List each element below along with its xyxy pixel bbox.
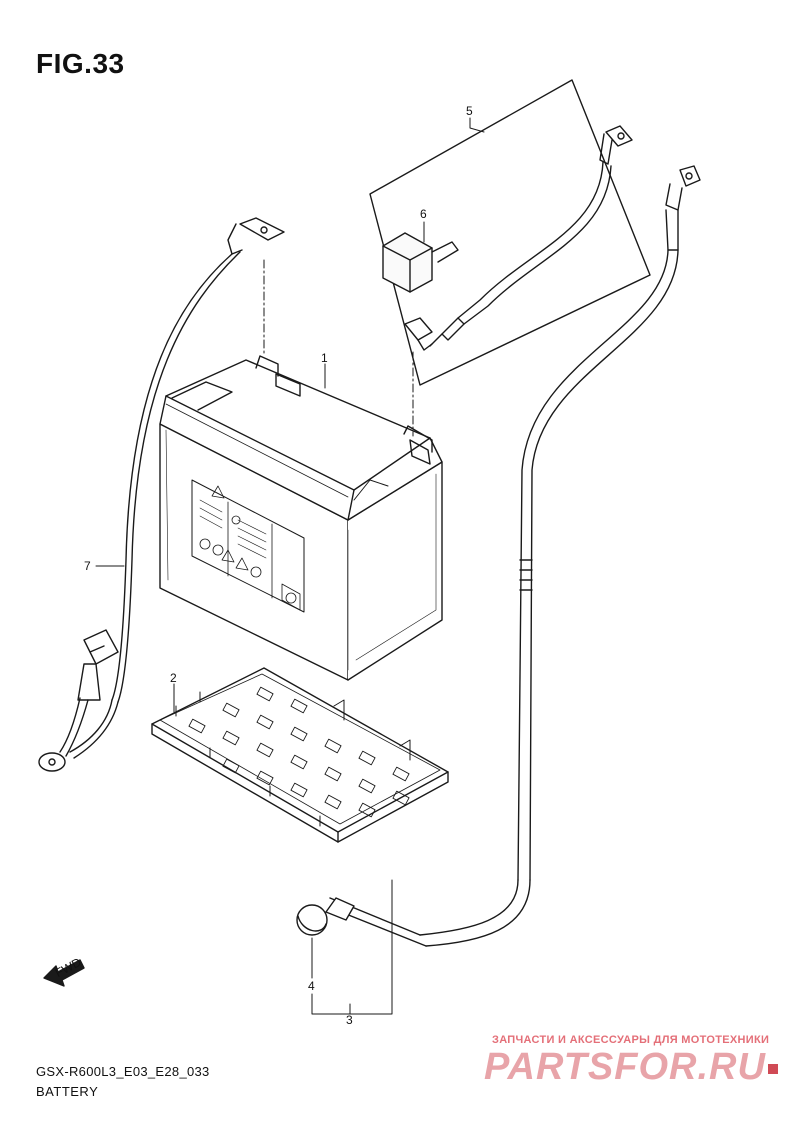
callout-6: 6: [420, 207, 427, 221]
callout-4: 4: [308, 979, 315, 993]
positive-lead: [404, 125, 633, 351]
terminal-cover: [382, 232, 459, 293]
negative-lead: [296, 165, 701, 947]
figure-name: BATTERY: [36, 1084, 99, 1099]
watermark-brand-text: PARTSFOR.RU: [484, 1046, 766, 1088]
callout-7: 7: [84, 559, 91, 573]
battery-body: [159, 355, 443, 681]
watermark-brand: PARTSFOR.RU: [484, 1046, 778, 1089]
leader-5: [469, 117, 485, 133]
watermark-square-icon: [767, 1063, 778, 1074]
callout-3: 3: [346, 1013, 353, 1027]
figure-code: GSX-R600L3_E03_E28_033: [36, 1064, 210, 1079]
figure-title: FIG.33: [36, 48, 125, 79]
leader-3: [311, 879, 393, 1015]
fwd-arrow-icon: [43, 959, 85, 987]
battery-tray: [151, 667, 449, 843]
sub-harness: [38, 217, 285, 772]
watermark-tagline: ЗАПЧАСТИ И АКСЕССУАРЫ ДЛЯ МОТОТЕХНИКИ: [492, 1034, 770, 1046]
callout-1: 1: [321, 351, 328, 365]
kit-outline-box: [369, 79, 651, 386]
callout-2: 2: [170, 671, 177, 685]
callout-5: 5: [466, 104, 473, 118]
